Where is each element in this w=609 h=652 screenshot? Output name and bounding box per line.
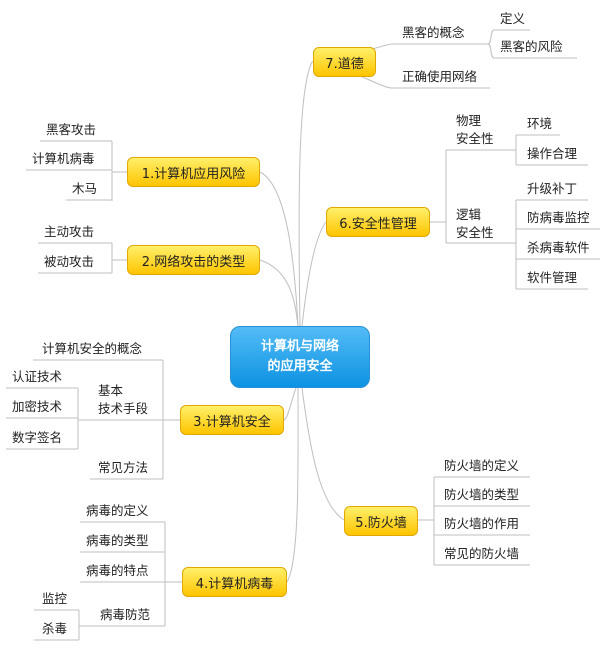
leaf-logical-security[interactable]: 逻辑 安全性 xyxy=(456,207,494,240)
leaf-definition[interactable]: 定义 xyxy=(500,11,526,26)
leaf-hacker-risk[interactable]: 黑客的风险 xyxy=(500,39,563,54)
branch-6-security-mgmt[interactable]: 6.安全性管理 xyxy=(326,207,430,237)
connector-central-b1 xyxy=(259,171,299,327)
leaf-correct-network-use[interactable]: 正确使用网络 xyxy=(402,69,478,84)
leaf-virus-prevention[interactable]: 病毒防范 xyxy=(100,607,151,622)
leaf-software-management[interactable]: 软件管理 xyxy=(527,270,578,285)
connector-central-b5 xyxy=(301,387,345,521)
leaf-upgrade-patch[interactable]: 升级补丁 xyxy=(527,181,578,196)
leaf-physical-security[interactable]: 物理 安全性 xyxy=(456,113,494,146)
connector-central-b2 xyxy=(259,259,299,327)
connector-concept-children xyxy=(487,29,495,45)
leaf-basic-techniques[interactable]: 基本 技术手段 xyxy=(98,383,149,416)
leaf-monitor[interactable]: 监控 xyxy=(42,591,68,606)
branch-4-computer-virus[interactable]: 4.计算机病毒 xyxy=(182,567,287,597)
leaf-security-concept[interactable]: 计算机安全的概念 xyxy=(42,341,143,356)
leaf-hacker-attack[interactable]: 黑客攻击 xyxy=(46,122,97,137)
leaf-firewall-definition[interactable]: 防火墙的定义 xyxy=(444,458,520,473)
leaf-environment[interactable]: 环境 xyxy=(527,116,553,131)
leaf-kill-virus[interactable]: 杀毒 xyxy=(42,621,68,636)
leaf-hacker-concept[interactable]: 黑客的概念 xyxy=(402,25,465,40)
leaf-common-firewalls[interactable]: 常见的防火墙 xyxy=(444,546,520,561)
leaf-firewall-function[interactable]: 防火墙的作用 xyxy=(444,516,520,531)
leaf-active-attack[interactable]: 主动攻击 xyxy=(44,224,95,239)
leaf-passive-attack[interactable]: 被动攻击 xyxy=(44,254,95,269)
leaf-digital-signature[interactable]: 数字签名 xyxy=(12,430,63,445)
connector-central-b7 xyxy=(298,61,313,327)
connector-central-b4 xyxy=(286,387,299,583)
leaf-reasonable-operation[interactable]: 操作合理 xyxy=(527,146,578,161)
leaf-antivirus-software[interactable]: 杀病毒软件 xyxy=(527,240,590,255)
leaf-virus-types[interactable]: 病毒的类型 xyxy=(86,533,149,548)
leaf-virus-features[interactable]: 病毒的特点 xyxy=(86,563,149,578)
connector-central-b6 xyxy=(301,221,327,327)
leaf-firewall-types[interactable]: 防火墙的类型 xyxy=(444,487,520,502)
branch-2-attack-types[interactable]: 2.网络攻击的类型 xyxy=(127,245,260,275)
leaf-encryption[interactable]: 加密技术 xyxy=(12,399,63,414)
branch-5-firewall[interactable]: 5.防火墙 xyxy=(344,506,418,536)
leaf-authentication[interactable]: 认证技术 xyxy=(12,369,63,384)
leaf-virus-definition[interactable]: 病毒的定义 xyxy=(86,503,149,518)
branch-3-computer-security[interactable]: 3.计算机安全 xyxy=(180,405,284,435)
leaf-computer-virus[interactable]: 计算机病毒 xyxy=(32,151,95,166)
branch-7-ethics[interactable]: 7.道德 xyxy=(313,47,376,77)
connector-central-b3 xyxy=(283,387,297,421)
central-topic[interactable]: 计算机与网络 的应用安全 xyxy=(230,326,370,388)
leaf-common-methods[interactable]: 常见方法 xyxy=(98,460,149,475)
branch-1-app-risk[interactable]: 1.计算机应用风险 xyxy=(127,157,260,187)
leaf-antivirus-monitor[interactable]: 防病毒监控 xyxy=(527,210,590,225)
leaf-trojan[interactable]: 木马 xyxy=(72,181,98,196)
